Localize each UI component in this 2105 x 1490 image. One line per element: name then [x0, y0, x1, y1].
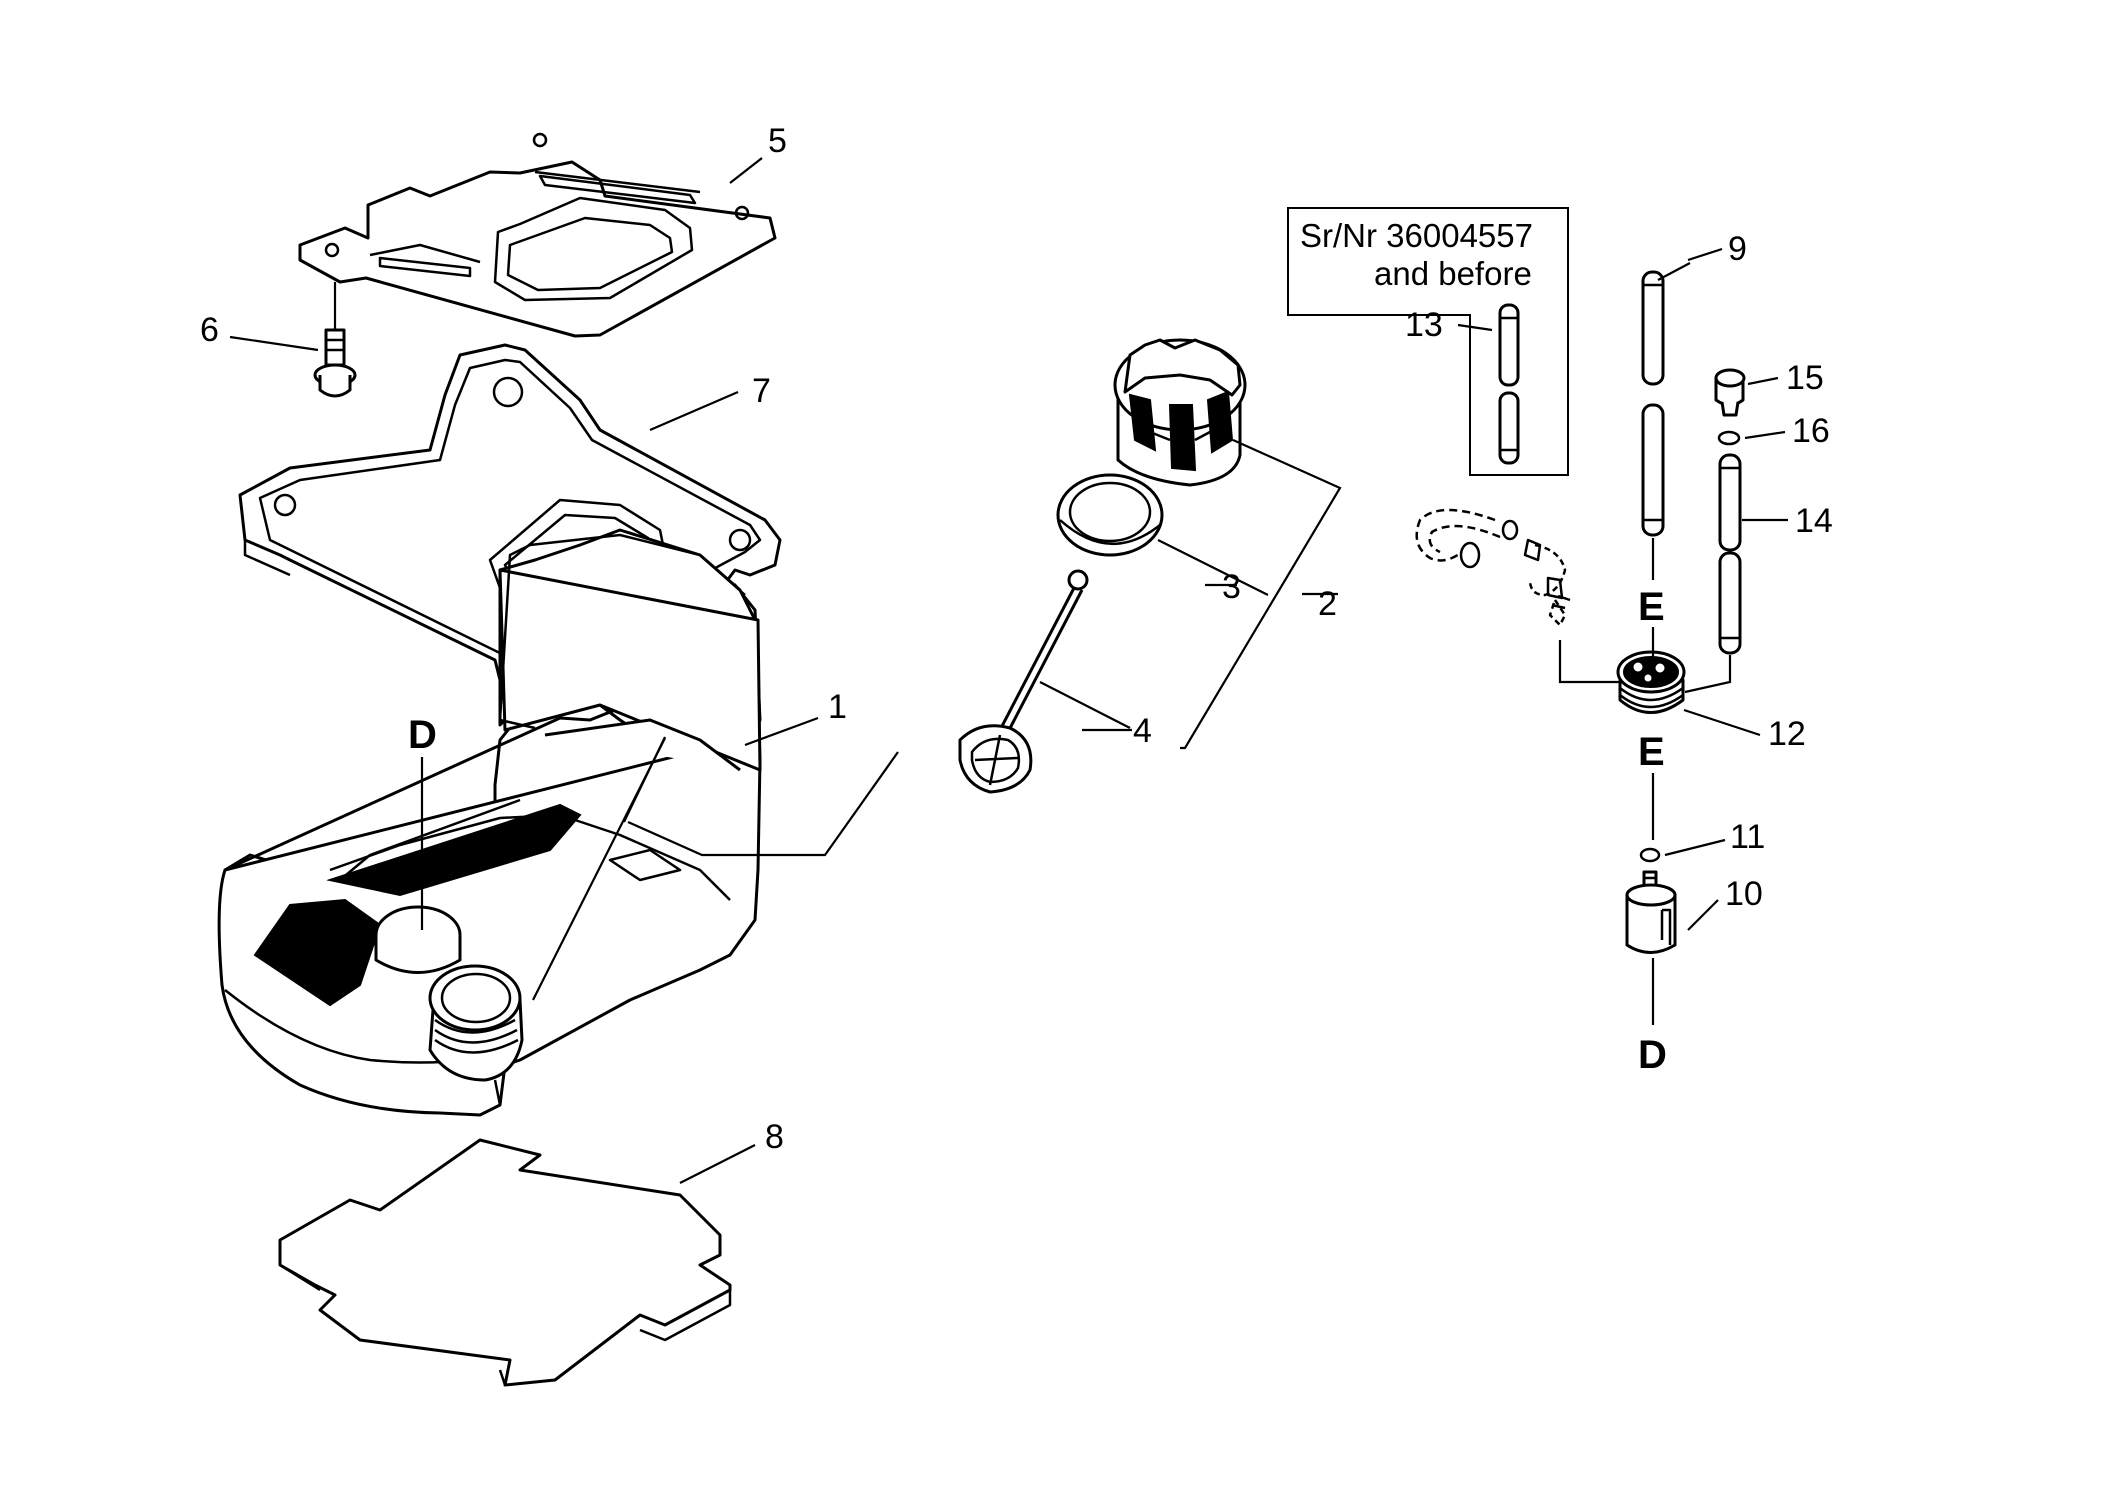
part-6-screw — [313, 282, 357, 398]
serial-note-line1: Sr/Nr 36004557 — [1300, 217, 1533, 254]
part-9-tube — [1641, 270, 1665, 537]
connector-lines — [420, 438, 1732, 1025]
serial-note-box — [1287, 207, 1569, 476]
callout-8: 8 — [765, 1118, 784, 1156]
callout-16: 16 — [1792, 412, 1830, 450]
callout-1: 1 — [828, 688, 847, 726]
callout-15: 15 — [1786, 359, 1824, 397]
part-3-seal-ring — [1056, 473, 1164, 557]
part-16-o-ring — [1717, 430, 1741, 446]
part-5-mounting-plate — [298, 132, 777, 338]
part-12-grommet — [1616, 650, 1686, 714]
part-2-cap — [1113, 338, 1247, 487]
serial-note-line2: and before — [1374, 255, 1532, 292]
part-15-plug — [1714, 368, 1746, 417]
part-10-fuel-filter — [1625, 870, 1677, 954]
callout-12: 12 — [1768, 715, 1806, 753]
callout-2: 2 — [1318, 585, 1337, 623]
part-11-o-ring — [1639, 847, 1661, 863]
hose-and-fittings — [1415, 508, 1571, 627]
connection-letters: D E E D — [408, 585, 1667, 1077]
callout-13: 13 — [1405, 306, 1443, 344]
callout-leader-lines — [229, 157, 1788, 1184]
callout-6: 6 — [200, 311, 219, 349]
callout-numbers: 1 2 3 4 5 6 7 8 9 10 11 12 13 14 15 16 — [200, 122, 1833, 1156]
callout-10: 10 — [1725, 875, 1763, 913]
part-14-tube — [1718, 453, 1742, 655]
callout-11: 11 — [1730, 818, 1765, 856]
part-4-strainer — [958, 569, 1089, 794]
callout-14: 14 — [1795, 502, 1833, 540]
letter-d-tank: D — [408, 713, 437, 757]
part-8-pad — [278, 1138, 732, 1387]
letter-d-filter: D — [1638, 1033, 1667, 1077]
letter-e-lower: E — [1638, 730, 1665, 774]
callout-4: 4 — [1133, 712, 1152, 750]
callout-7: 7 — [752, 372, 771, 410]
callout-5: 5 — [768, 122, 787, 160]
callout-9: 9 — [1728, 230, 1747, 268]
part-1-fuel-tank — [217, 528, 762, 1117]
callout-3: 3 — [1222, 568, 1241, 606]
letter-e-upper: E — [1638, 585, 1665, 629]
